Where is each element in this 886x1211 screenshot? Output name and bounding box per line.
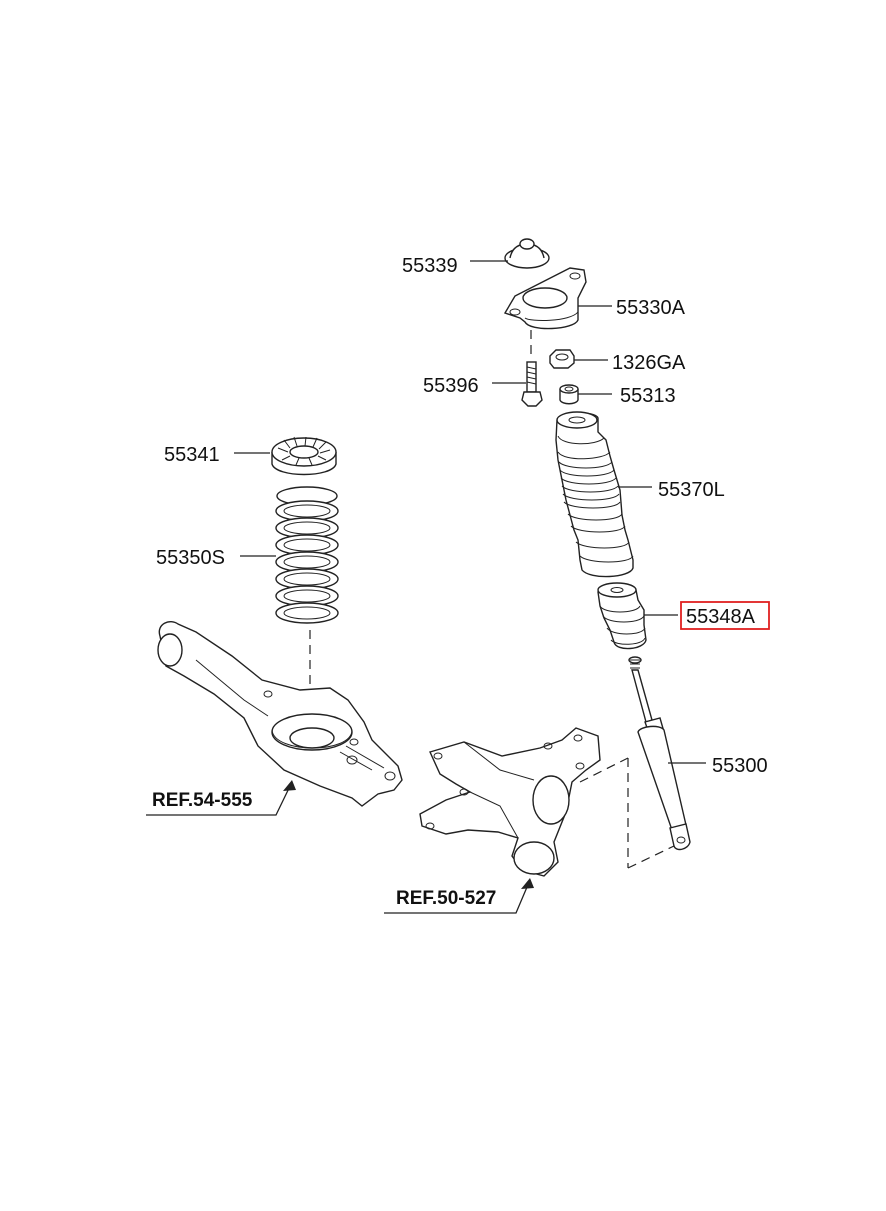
label-55348a[interactable]: 55348A (686, 606, 756, 628)
label-55341[interactable]: 55341 (164, 444, 220, 466)
part-55341-drawing (271, 436, 337, 476)
label-55370l[interactable]: 55370L (658, 479, 725, 501)
leader-ref-54-555 (146, 781, 293, 816)
part-55313-drawing (559, 384, 579, 405)
lower-arm-drawing (157, 620, 403, 807)
part-55330a-drawing (503, 267, 587, 330)
ref-label-50-527[interactable]: REF.50-527 (396, 888, 496, 909)
arrow-ref-50-527 (521, 878, 534, 889)
center-line-knuckle-link (579, 757, 629, 783)
part-55350s-drawing (275, 486, 339, 624)
label-1326ga[interactable]: 1326GA (612, 352, 686, 374)
leader-ref-50-527 (384, 879, 531, 914)
label-55300[interactable]: 55300 (712, 755, 768, 777)
knuckle-drawing (419, 727, 601, 877)
part-55348a-drawing (597, 582, 647, 650)
part-1326ga-drawing (549, 349, 575, 369)
ref-label-54-555[interactable]: REF.54-555 (152, 790, 253, 811)
part-55339-drawing (504, 238, 550, 269)
arrow-ref-54-555 (283, 780, 296, 791)
label-55313[interactable]: 55313 (620, 385, 676, 407)
label-55339[interactable]: 55339 (402, 255, 458, 277)
label-55330a[interactable]: 55330A (616, 297, 686, 319)
label-55350s[interactable]: 55350S (156, 547, 225, 569)
part-55300-drawing (628, 656, 691, 851)
part-55396-drawing (521, 361, 543, 407)
center-line-shock-link (627, 845, 675, 869)
label-55396[interactable]: 55396 (423, 375, 479, 397)
part-55370l-drawing (555, 411, 634, 578)
highlight-box-55348a (680, 601, 770, 630)
